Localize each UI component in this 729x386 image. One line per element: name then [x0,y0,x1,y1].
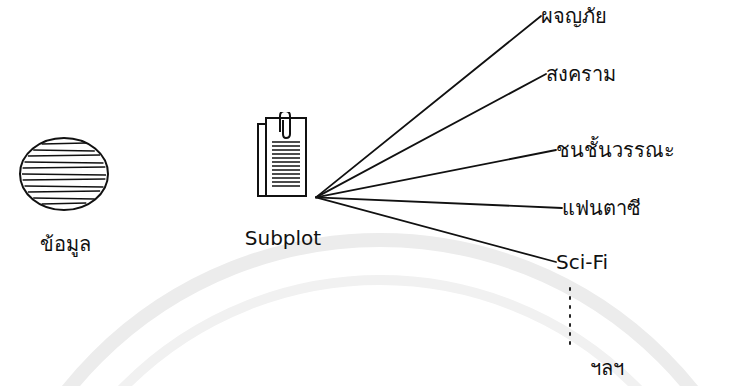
hatch-line [42,203,87,204]
text-line [272,141,300,143]
hatch-line [25,162,104,163]
genre-text: Sci-Fi [556,250,608,274]
watermark-arc [0,240,729,386]
data-node: ข้อมูล [10,132,120,260]
genre-text: ชนชั้นวรรณะ [556,138,675,162]
text-line [272,149,300,151]
text-line [272,185,300,187]
hatch-line [22,174,106,175]
node-caption: Subplot [245,226,321,250]
continuation-dots [569,288,571,350]
text-line [272,161,300,163]
fan-line [316,16,541,197]
etc-label: ฯลฯ [590,356,624,380]
genre-node: Sci-Fi [556,250,608,274]
front-page [266,118,306,196]
text-line [272,169,300,171]
fan-line [316,74,546,197]
subplot-node: Subplot [250,112,316,252]
text-line [272,173,300,175]
hatch-line [28,191,100,192]
text-line [272,153,300,155]
hatch-line [42,143,87,144]
genre-node: แฟนตาซี [562,196,641,220]
paperclip [280,112,290,138]
fan-line [316,197,556,262]
sphere-outline [20,138,108,210]
hatch-line [25,186,104,187]
genre-node: สงคราม [546,62,616,86]
text-line [272,165,300,167]
text-line [272,157,300,159]
hatch-line [33,198,95,199]
genre-text: แฟนตาซี [562,196,641,220]
text-line [272,145,300,147]
genre-text: ผจญภัย [541,4,607,28]
hatch-line [23,179,106,180]
genre-node: ชนชั้นวรรณะ [556,138,675,162]
genre-node: ผจญภัย [541,4,607,28]
text-line [272,181,300,183]
fan-line [316,197,562,208]
hatch-line [23,167,106,168]
hatch-line [28,155,100,156]
node-caption: ข้อมูล [40,232,91,256]
fan-line [316,150,556,197]
text-line [272,177,300,179]
hatch-line [33,150,95,151]
watermark-arc [20,280,729,386]
genre-text: สงคราม [546,62,616,86]
